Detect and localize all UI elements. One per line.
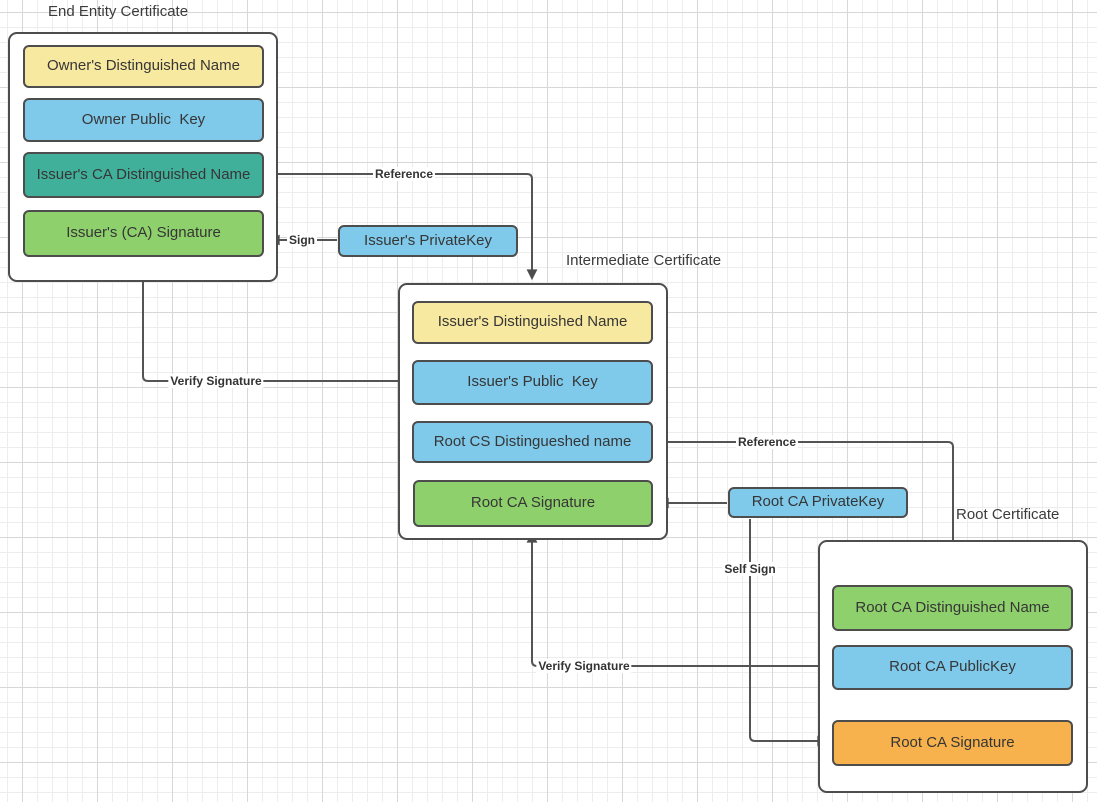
root-certificate-title: Root Certificate (956, 506, 1060, 523)
field-issuers-ca-distinguished-name[interactable]: Issuer's CA Distinguished Name (23, 152, 264, 198)
field-issuers-distinguished-name[interactable]: Issuer's Distinguished Name (412, 301, 653, 344)
intermediate-certificate-group[interactable]: Issuer's Distinguished Name Issuer's Pub… (398, 283, 668, 540)
node-issuers-private-key[interactable]: Issuer's PrivateKey (338, 225, 518, 257)
end-entity-certificate-title: End Entity Certificate (48, 3, 189, 20)
node-root-ca-private-key[interactable]: Root CA PrivateKey (728, 487, 908, 518)
edge-self-sign (749, 519, 829, 747)
root-certificate-group[interactable]: Root CA Distinguished Name Root CA Publi… (818, 540, 1088, 793)
edge-label-sign: Sign (287, 233, 317, 247)
field-owners-distinguished-name[interactable]: Owner's Distinguished Name (23, 45, 264, 88)
intermediate-certificate-title: Intermediate Certificate (566, 252, 722, 269)
field-owner-public-key[interactable]: Owner Public Key (23, 98, 264, 142)
edge-label-verify-signature-2: Verify Signature (536, 659, 632, 673)
edge-label-self-sign: Self Sign (722, 562, 778, 576)
field-root-ca-public-key[interactable]: Root CA PublicKey (832, 645, 1073, 690)
edge-label-reference-1: Reference (372, 167, 436, 181)
end-entity-certificate-group[interactable]: Owner's Distinguished Name Owner Public … (8, 32, 278, 282)
field-root-ca-distinguished-name[interactable]: Root CA Distinguished Name (832, 585, 1073, 631)
edge-label-reference-2: Reference (735, 435, 799, 449)
field-issuers-public-key[interactable]: Issuer's Public Key (412, 360, 653, 405)
field-root-ca-signature-root[interactable]: Root CA Signature (832, 720, 1073, 766)
edge-verify-signature-end-entity (137, 264, 411, 382)
field-issuers-ca-signature[interactable]: Issuer's (CA) Signature (23, 210, 264, 257)
edge-verify-signature-root (526, 531, 831, 667)
edge-label-verify-signature-1: Verify Signature (168, 374, 264, 388)
field-root-cs-distingueshed-name[interactable]: Root CS Distingueshed name (412, 421, 653, 463)
field-root-ca-signature-intermediate[interactable]: Root CA Signature (413, 480, 653, 527)
